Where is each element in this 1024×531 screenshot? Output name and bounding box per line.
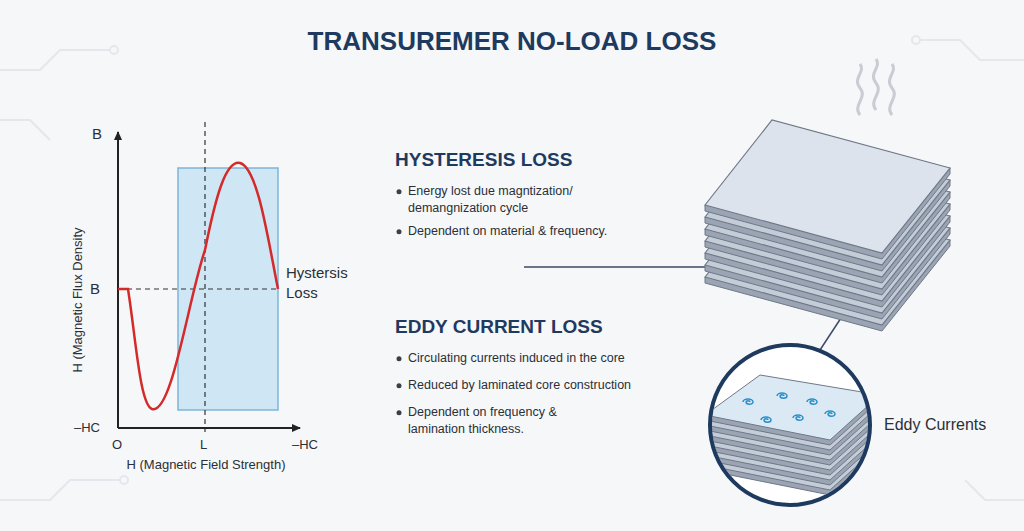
axis-label: B [92,124,102,144]
bullet-text: Energy lost due magntization/ demangniza… [408,183,608,217]
bullet-text: Circulating currents induced in the core [408,350,668,367]
axis-label: Hystersis Loss [286,263,356,304]
dashed-line [118,288,280,289]
axis-label: B [90,279,100,299]
section-heading: EDDY CURRENT LOSS [395,314,603,340]
axis-label: –HC [74,419,100,437]
axis-label: H (Magnetic Flux Density [69,227,87,372]
zoom-circle-border [710,345,870,505]
y-axis [117,132,119,428]
section-heading: HYSTERESIS LOSS [395,147,572,173]
x-axis [118,427,300,429]
axis-label: H (Magnetic Field Strength) [127,456,286,474]
laminated-core [705,120,950,331]
axis-label: Eddy Currents [884,414,986,436]
title: TRANSUREMER NO-LOAD LOSS [308,24,717,59]
bullet-text: Reduced by laminated core construction [408,377,668,394]
heat-waves [857,59,894,115]
axis-label: –HC [292,436,318,454]
axis-label: L [200,436,207,454]
hysteresis-curve [118,163,278,409]
bullet-text: Dependent on frequency & lamination thic… [408,404,583,438]
bullet-dots [397,189,402,415]
dashed-line [204,122,205,432]
bullet-text: Dependent on material & frequency. [408,223,648,240]
axis-label: O [112,436,122,454]
